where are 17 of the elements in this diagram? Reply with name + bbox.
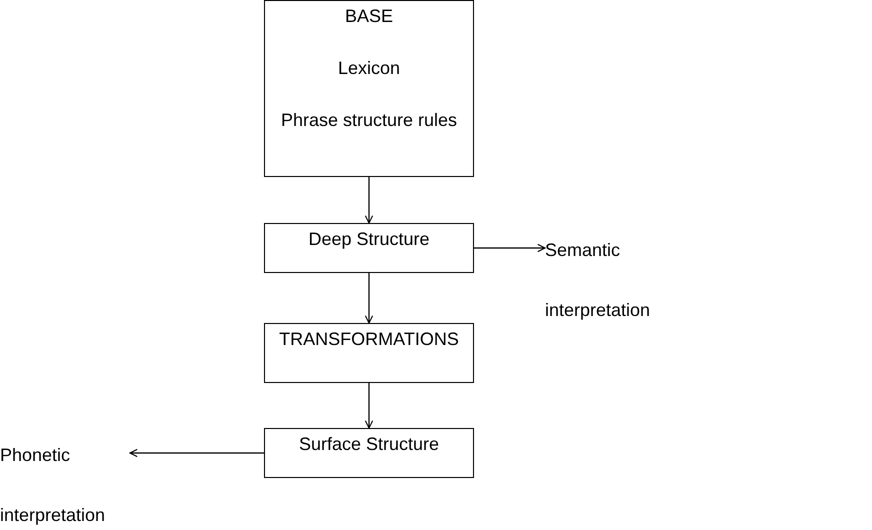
arrow bbox=[364, 177, 374, 224]
box-text: Deep Structure bbox=[308, 228, 430, 250]
process-box bbox=[264, 0, 474, 177]
arrow bbox=[364, 383, 374, 429]
output-label: Phonetic interpretation bbox=[0, 444, 106, 527]
arrow bbox=[474, 244, 546, 252]
output-label: Semantic interpretation bbox=[545, 239, 652, 322]
arrow bbox=[129, 448, 264, 458]
arrow bbox=[364, 273, 374, 324]
process-box bbox=[264, 223, 474, 273]
box-text: TRANSFORMATIONS bbox=[279, 328, 459, 350]
box-text: BASE bbox=[344, 5, 394, 27]
box-text: Phrase structure rules bbox=[280, 109, 458, 131]
process-box bbox=[264, 428, 474, 478]
box-text: Lexicon bbox=[338, 57, 400, 79]
process-box bbox=[264, 323, 474, 383]
box-text: Surface Structure bbox=[298, 433, 440, 455]
